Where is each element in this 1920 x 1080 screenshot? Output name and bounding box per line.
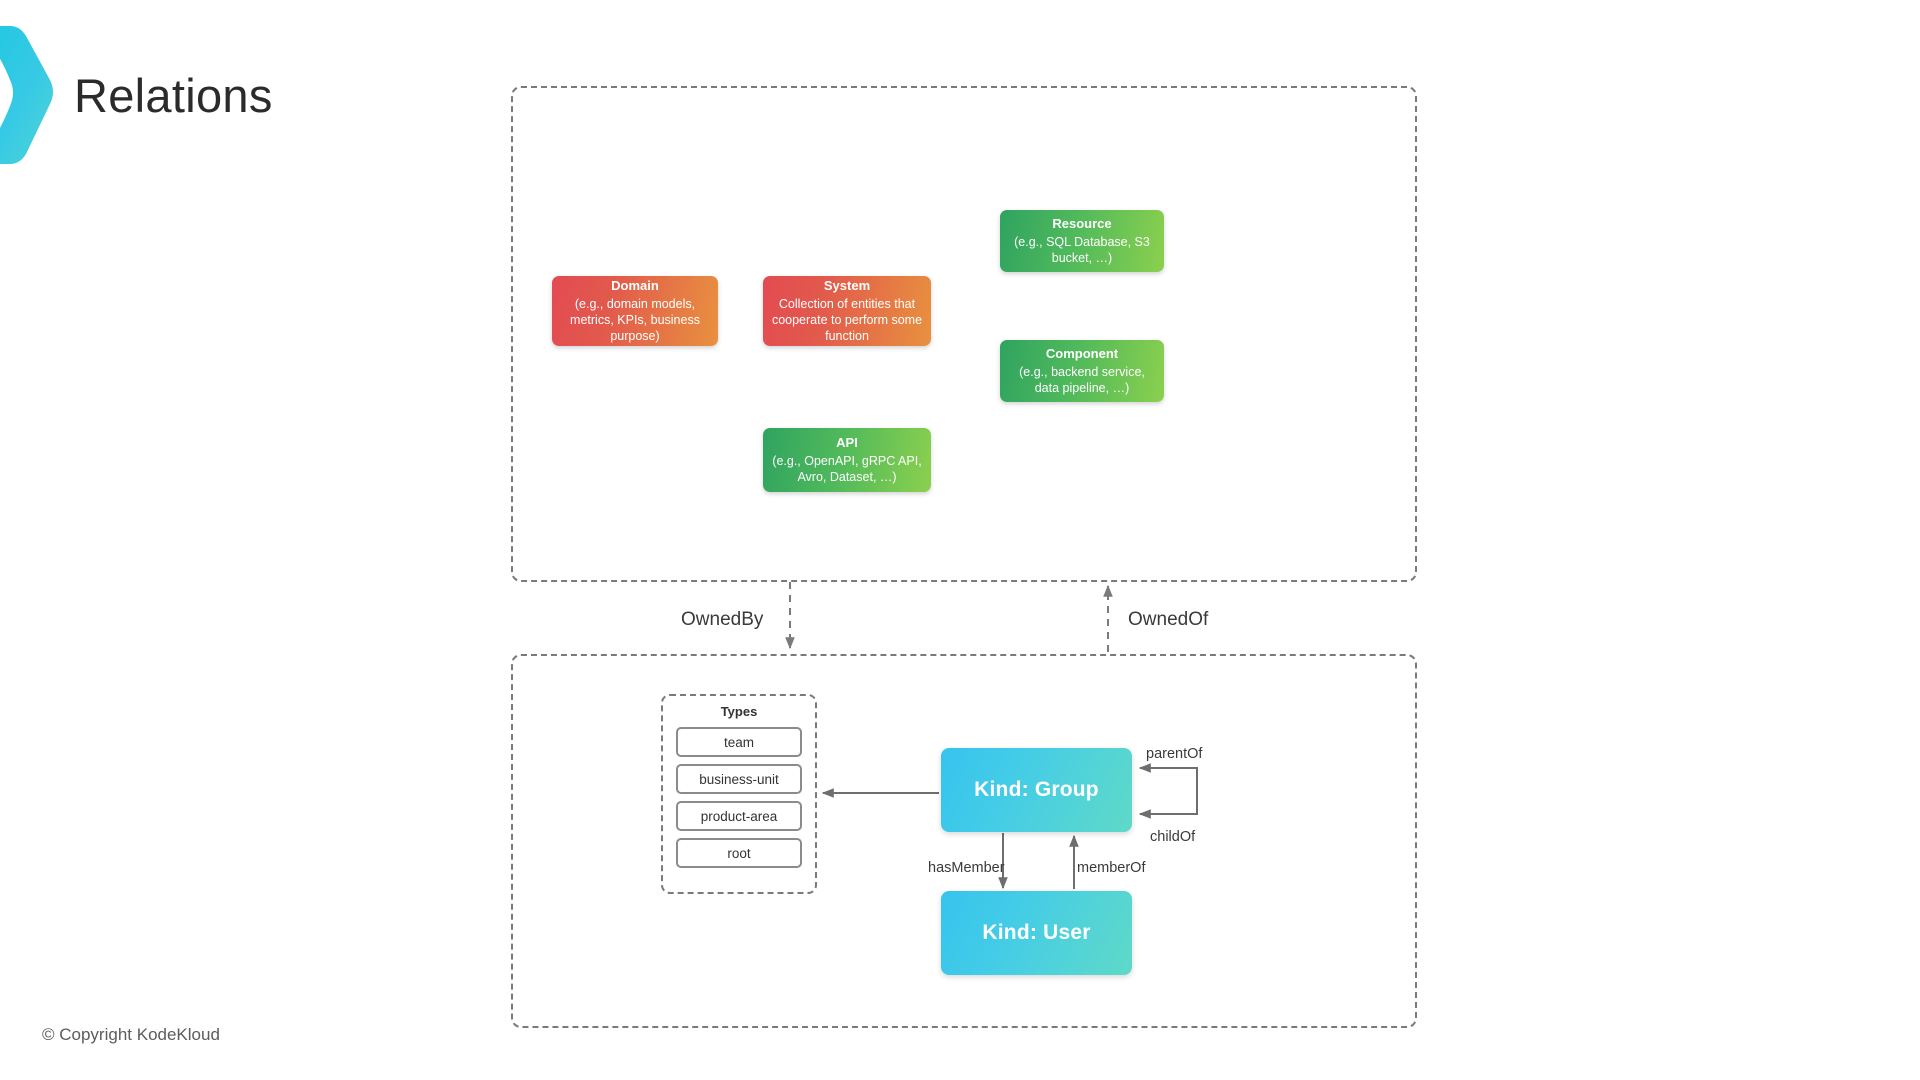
type-item-product-area[interactable]: product-area [676, 801, 802, 831]
entity-card-description: (e.g., backend service, data pipeline, …… [1019, 364, 1145, 395]
entity-card-title: Domain [611, 278, 659, 294]
type-item-business-unit[interactable]: business-unit [676, 764, 802, 794]
entity-card-description: Collection of entities that cooperate to… [771, 296, 923, 343]
type-item-root[interactable]: root [676, 838, 802, 868]
entity-card-api[interactable]: API (e.g., OpenAPI, gRPC API, Avro, Data… [763, 428, 931, 492]
entity-card-system[interactable]: System Collection of entities that coope… [763, 276, 931, 346]
page-title: Relations [74, 69, 273, 122]
entity-card-component[interactable]: Component (e.g., backend service, data p… [1000, 340, 1164, 402]
relation-label-ownedof: OwnedOf [1128, 609, 1209, 630]
relation-label-childof: childOf [1150, 829, 1196, 845]
kodekloud-chevron-icon [0, 20, 60, 170]
entity-card-title: Resource [1052, 216, 1112, 232]
relation-label-ownedby: OwnedBy [681, 609, 764, 630]
entity-card-description: (e.g., domain models, metrics, KPIs, bus… [570, 296, 700, 343]
entity-card-domain[interactable]: Domain (e.g., domain models, metrics, KP… [552, 276, 718, 346]
entity-card-description: (e.g., SQL Database, S3 bucket, …) [1014, 234, 1150, 265]
types-group: Types team business-unit product-area ro… [661, 694, 817, 894]
entity-card-resource[interactable]: Resource (e.g., SQL Database, S3 bucket,… [1000, 210, 1164, 272]
entity-card-title: Component [1045, 346, 1119, 362]
types-title: Types [720, 704, 758, 719]
kind-box-group[interactable]: Kind: Group [941, 748, 1132, 832]
entity-card-title: System [823, 278, 871, 294]
relation-label-hasmember: hasMember [928, 860, 1005, 876]
org-kinds-container [511, 654, 1417, 1028]
entity-card-description: (e.g., OpenAPI, gRPC API, Avro, Dataset,… [772, 453, 922, 484]
relation-label-memberof: memberOf [1077, 860, 1146, 876]
types-list: team business-unit product-area root [676, 727, 802, 868]
type-item-team[interactable]: team [676, 727, 802, 757]
entity-card-title: API [836, 435, 858, 451]
relation-label-parentof: parentOf [1146, 746, 1203, 762]
copyright-notice: © Copyright KodeKloud [42, 1025, 220, 1044]
kind-box-user[interactable]: Kind: User [941, 891, 1132, 975]
entity-kinds-container [511, 86, 1417, 582]
